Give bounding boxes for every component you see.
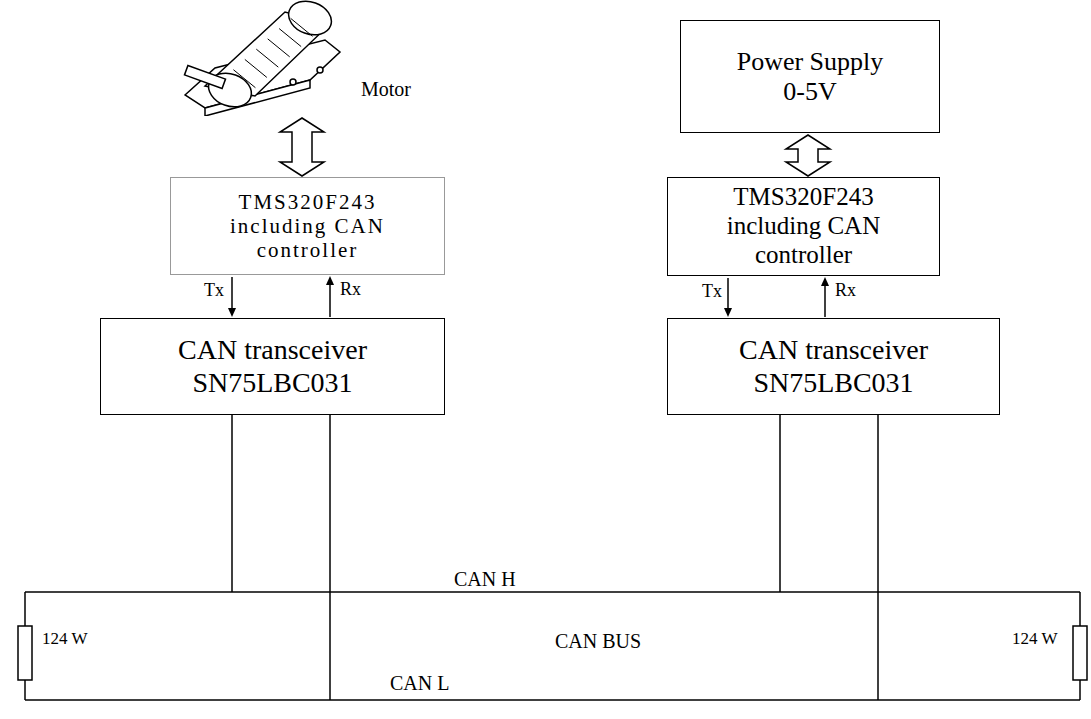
data-flow-arrow bbox=[786, 135, 830, 176]
bus-name: CAN BUS bbox=[553, 630, 643, 652]
signal-arrow bbox=[326, 276, 334, 317]
power-supply-box: Power Supply 0-5V bbox=[680, 20, 940, 133]
resistor-lead bbox=[1079, 680, 1081, 700]
signal-arrow bbox=[821, 277, 829, 317]
dsp-controller-box: TMS320F243 including CAN controller bbox=[170, 177, 445, 275]
node-text: TMS320F243 including CAN controller bbox=[223, 190, 393, 262]
transceiver-box: CAN transceiver SN75LBC031 bbox=[667, 318, 1000, 415]
resistor-lead bbox=[24, 680, 26, 700]
data-flow-arrow bbox=[280, 118, 324, 176]
bus-line-name: CAN H bbox=[452, 568, 518, 590]
signal-arrow bbox=[228, 277, 236, 317]
bus-drop bbox=[779, 415, 781, 592]
motor-fin bbox=[268, 39, 290, 57]
node-text: Power Supply 0-5V bbox=[728, 47, 893, 107]
motor-fin bbox=[279, 29, 301, 47]
bus-drop bbox=[231, 415, 233, 592]
resistor-lead bbox=[24, 592, 26, 626]
resistor-symbol bbox=[1073, 626, 1087, 680]
resistor-value: 124 W bbox=[1010, 630, 1060, 649]
resistor-lead bbox=[1079, 592, 1081, 626]
motor-fin bbox=[291, 18, 313, 36]
signal-name: Rx bbox=[833, 281, 858, 301]
node-text: CAN transceiver SN75LBC031 bbox=[153, 334, 393, 398]
signal-name: Tx bbox=[202, 281, 226, 301]
motor-fin bbox=[245, 59, 267, 77]
bus-drop bbox=[329, 415, 331, 700]
bus-line-name: CAN L bbox=[388, 672, 451, 694]
can-h-line bbox=[25, 591, 1080, 593]
node-text: Motor bbox=[361, 78, 411, 101]
node-text: CAN transceiver SN75LBC031 bbox=[714, 334, 954, 398]
can-l-line bbox=[25, 699, 1080, 701]
motor-fin bbox=[233, 70, 255, 88]
signal-name: Rx bbox=[338, 280, 363, 300]
resistor-symbol bbox=[18, 626, 32, 680]
transceiver-box: CAN transceiver SN75LBC031 bbox=[100, 318, 445, 415]
signal-name: Tx bbox=[700, 282, 724, 302]
resistor-value: 124 W bbox=[40, 630, 90, 649]
bus-drop bbox=[877, 415, 879, 700]
motor-fin bbox=[256, 49, 278, 67]
signal-arrow bbox=[724, 278, 732, 317]
motor: Motor bbox=[175, 0, 425, 116]
dsp-controller-box: TMS320F243 including CAN controller bbox=[667, 177, 940, 276]
node-text: TMS320F243 including CAN controller bbox=[706, 183, 901, 269]
